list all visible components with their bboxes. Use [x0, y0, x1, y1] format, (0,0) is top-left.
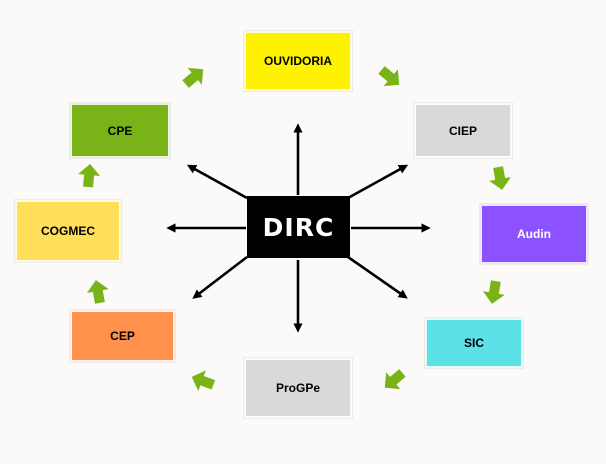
node-progpe: ProGPe: [244, 358, 352, 418]
center-label: DIRC: [262, 212, 335, 242]
node-ouvidoria: OUVIDORIA: [244, 31, 352, 91]
node-cpe: CPE: [70, 103, 170, 158]
radial-arrow: [347, 255, 408, 299]
cycle-arrow-icon: [482, 280, 505, 304]
node-ciep: CIEP: [414, 103, 512, 158]
node-cep: CEP: [70, 310, 175, 362]
cycle-arrow-icon: [378, 66, 400, 87]
node-audin: Audin: [480, 204, 588, 264]
node-label: Audin: [517, 227, 551, 241]
node-label: CIEP: [448, 123, 477, 138]
radial-arrow: [192, 255, 248, 299]
cycle-arrow-icon: [489, 166, 512, 190]
node-label: SIC: [463, 336, 484, 350]
cycle-arrow-icon: [384, 369, 406, 390]
node-sic: SIC: [425, 318, 523, 368]
cycle-arrow-icon: [86, 280, 109, 304]
node-label: ProGPe: [275, 381, 320, 395]
node-label: COGMEC: [41, 224, 95, 238]
node-label: CEP: [110, 329, 135, 343]
cycle-arrow-icon: [191, 370, 216, 391]
node-label: CPE: [107, 123, 133, 138]
node-dirc: DIRC: [247, 196, 350, 258]
node-label: OUVIDORIA: [263, 54, 332, 68]
node-cogmec: COGMEC: [15, 200, 121, 262]
radial-arrow: [347, 164, 409, 200]
radial-arrow: [186, 164, 248, 200]
cycle-arrow-icon: [78, 164, 101, 188]
cycle-arrow-icon: [182, 67, 204, 88]
